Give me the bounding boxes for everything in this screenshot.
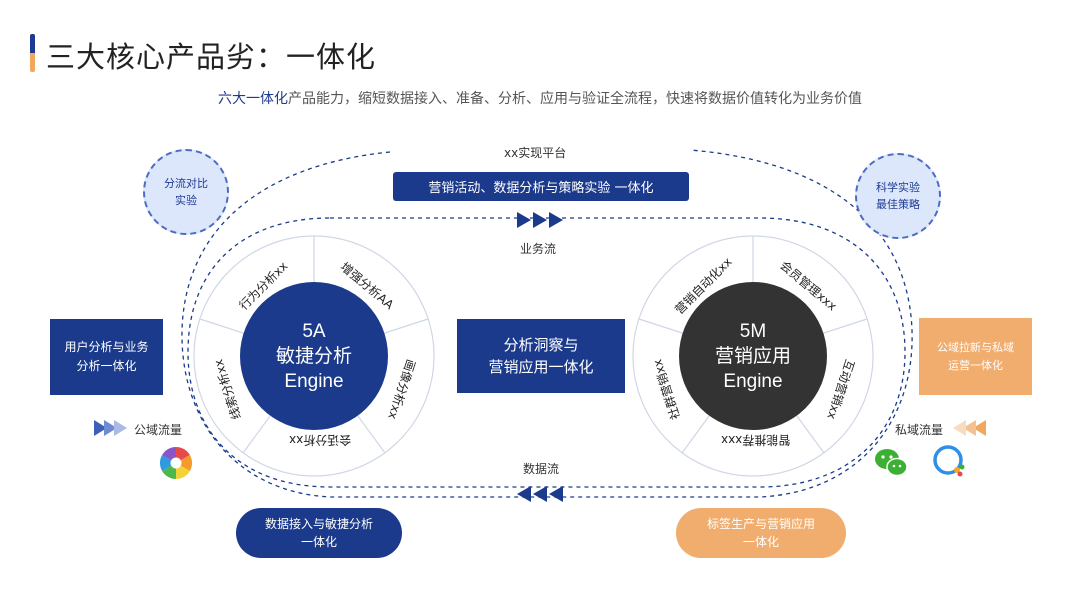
scientific-experiment-circle: 科学实验 最佳策略 bbox=[855, 153, 941, 239]
page-subtitle: 六大一体化产品能力，缩短数据接入、准备、分析、应用与验证全流程，快速将数据价值转… bbox=[0, 88, 1080, 108]
segment-smart-recommendation: 智能推荐xxx bbox=[721, 433, 791, 447]
business-flow-arrows bbox=[517, 212, 563, 228]
wechat-icon bbox=[875, 449, 908, 477]
hub-5m-engine: 5M 营销应用 Engine bbox=[679, 282, 827, 430]
inner-dashed-loop bbox=[187, 217, 906, 488]
public-private-box: 公域拉新与私域 运营一体化 bbox=[919, 318, 1032, 395]
tag-production-pill: 标签生产与营销应用 一体化 bbox=[676, 508, 846, 558]
public-traffic-arrows bbox=[94, 420, 127, 436]
subtitle-highlight: 六大一体化 bbox=[218, 91, 288, 107]
segment-session-analysis: 会话分析xx bbox=[289, 433, 352, 447]
outer-dashed-loop bbox=[181, 149, 913, 498]
center-integration-box: 分析洞察与 营销应用一体化 bbox=[457, 319, 625, 393]
hub-5a-engine: 5A 敏捷分析 Engine bbox=[240, 282, 388, 430]
public-traffic-label: 公域流量 bbox=[134, 423, 183, 437]
split-test-circle: 分流对比 实验 bbox=[143, 149, 229, 235]
data-flow-arrows bbox=[517, 486, 563, 502]
chat-bubble-icon bbox=[933, 445, 965, 477]
business-flow-label: 业务流 bbox=[520, 242, 557, 256]
subtitle-rest: 产品能力，缩短数据接入、准备、分析、应用与验证全流程，快速将数据价值转化为业务价… bbox=[288, 91, 862, 107]
data-flow-label: 数据流 bbox=[523, 462, 560, 476]
page-title: 三大核心产品劣：一体化 bbox=[46, 40, 377, 74]
title-accent-bar bbox=[30, 34, 35, 72]
private-traffic-label: 私域流量 bbox=[895, 423, 944, 437]
top-integration-bar: 营销活动、数据分析与策略实验 一体化 bbox=[393, 172, 689, 201]
user-analysis-box: 用户分析与业务 分析一体化 bbox=[50, 319, 163, 395]
top-bar-text: 营销活动、数据分析与策略实验 一体化 bbox=[428, 181, 654, 196]
aperture-icon bbox=[159, 446, 193, 480]
platform-label: xx实现平台 bbox=[504, 146, 567, 160]
data-access-pill: 数据接入与敏捷分析 一体化 bbox=[236, 508, 402, 558]
private-traffic-arrows bbox=[953, 420, 986, 436]
